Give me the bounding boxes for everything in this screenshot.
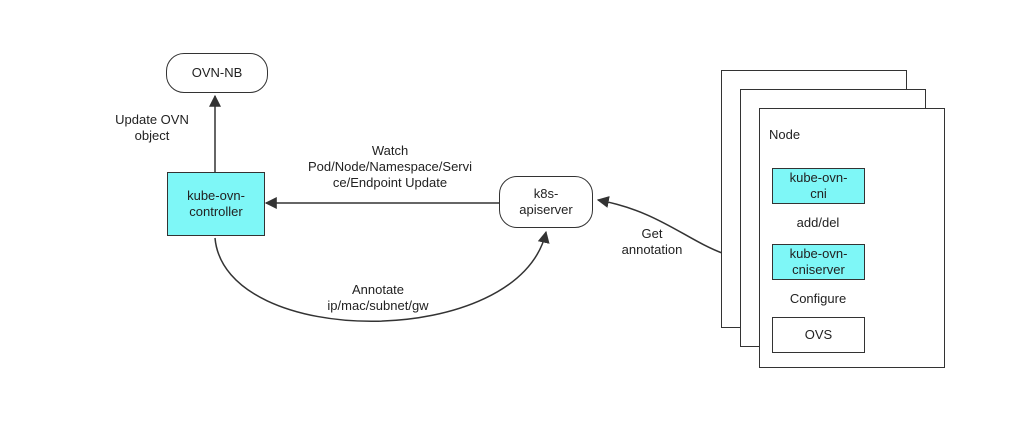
annotate-label: Annotate ip/mac/subnet/gw <box>327 282 429 313</box>
cni-node: kube-ovn- cni <box>772 168 865 204</box>
node-title: Node <box>769 127 801 142</box>
controller-label: kube-ovn- controller <box>187 188 245 219</box>
cni-label: kube-ovn- cni <box>789 170 848 201</box>
get-annotation-label: Get annotation <box>621 226 683 257</box>
ovs-node: OVS <box>772 317 865 353</box>
ovn-nb-node: OVN-NB <box>166 53 268 93</box>
ovn-nb-label: OVN-NB <box>191 65 243 80</box>
configure-label: Configure <box>789 291 847 306</box>
watch-label: Watch Pod/Node/Namespace/Servi ce/Endpoi… <box>307 143 473 190</box>
apiserver-label: k8s- apiserver <box>519 186 573 217</box>
update-ovn-label: Update OVN object <box>115 112 189 143</box>
controller-node: kube-ovn- controller <box>167 172 265 236</box>
edge-annotate-curve <box>214 230 550 322</box>
cniserver-label: kube-ovn- cniserver <box>789 246 848 277</box>
add-del-label: add/del <box>796 215 840 230</box>
ovs-label: OVS <box>804 327 833 342</box>
apiserver-node: k8s- apiserver <box>499 176 593 228</box>
cniserver-node: kube-ovn- cniserver <box>772 244 865 280</box>
